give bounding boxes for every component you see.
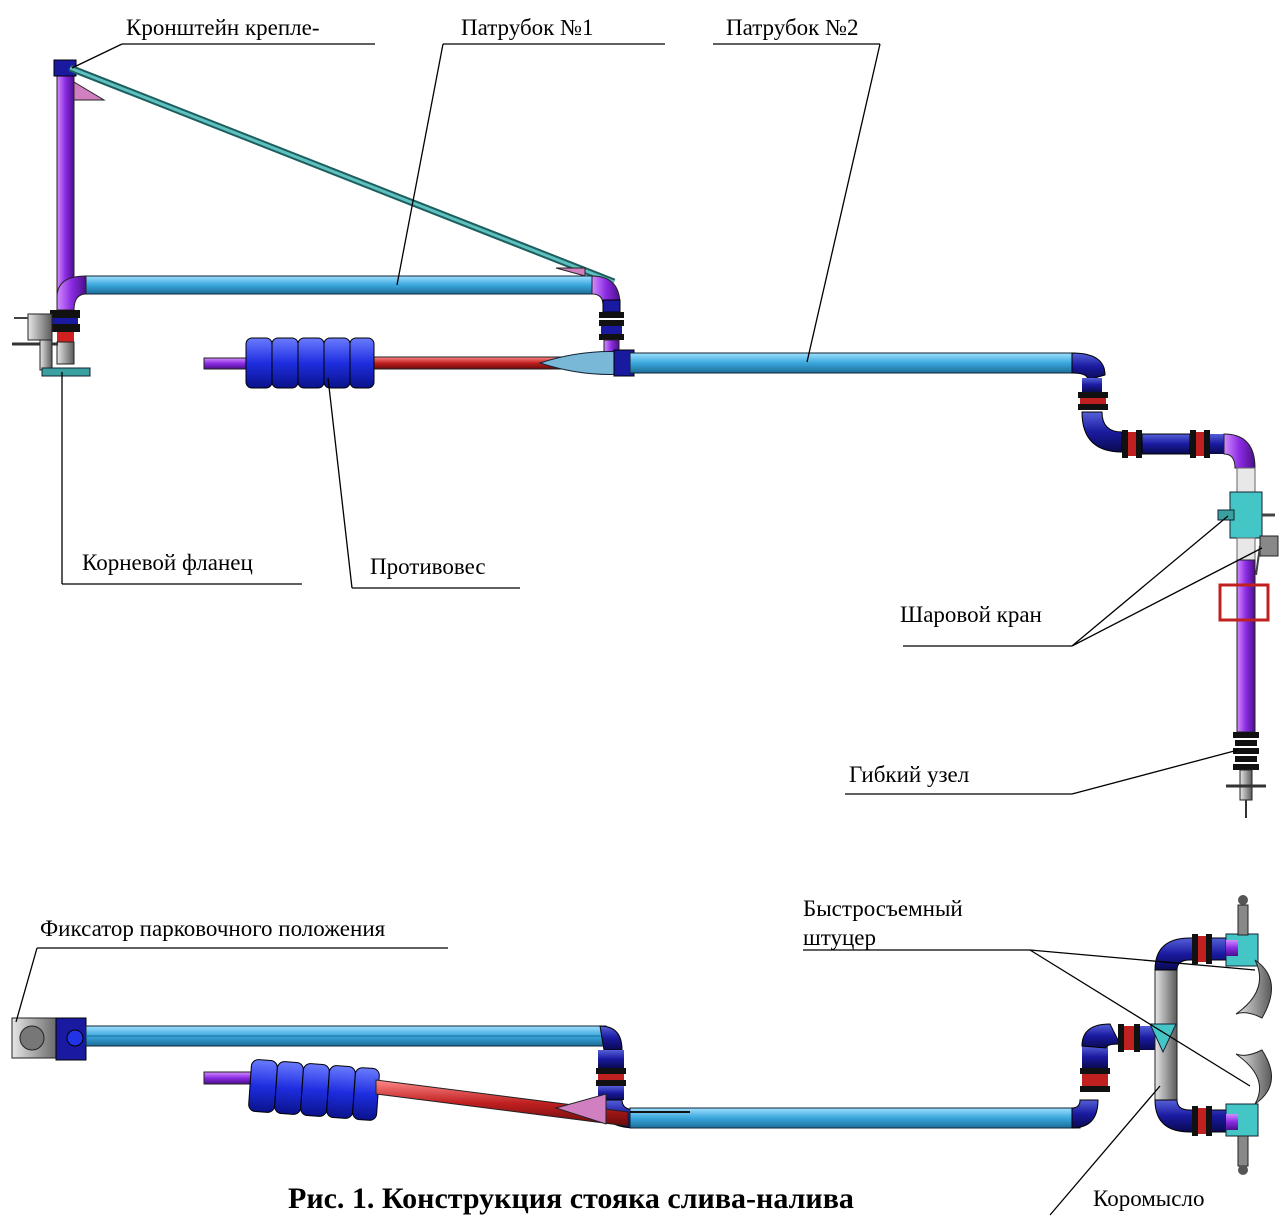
vertical-column — [56, 61, 75, 298]
top-assembly — [12, 59, 1279, 818]
brace-gusset-top — [73, 81, 106, 101]
label-quick-fitting-line1: Быстросъемный — [803, 896, 963, 921]
label-root-flange: Корневой фланец — [82, 550, 253, 575]
brace-gusset-bottom — [555, 267, 586, 277]
swivel-joint-6 — [1080, 1046, 1110, 1092]
leader-lines — [15, 43, 1263, 1216]
swivel-joint-5 — [596, 1050, 626, 1100]
quick-fitting-top — [1192, 895, 1272, 1019]
root-assembly — [12, 310, 91, 377]
outlet-pipe-bottom — [629, 1107, 1081, 1129]
label-ball-valve: Шаровой кран — [900, 602, 1042, 627]
counterweight-rod-bottom — [375, 1079, 629, 1127]
label-bracket: Кронштейн крепле- — [126, 15, 320, 40]
ball-valve-top — [1217, 491, 1275, 539]
short-pipe-horizontal — [1141, 433, 1191, 455]
swivel-joint-2 — [1078, 378, 1108, 410]
root-flange-plate — [41, 367, 91, 377]
figure-caption: Рис. 1. Конструкция стояка слива-налива — [288, 1182, 854, 1215]
rocker-arm-bottom — [1154, 1099, 1229, 1133]
quick-fitting-bottom — [1192, 1049, 1272, 1175]
counterweight-bottom — [248, 1059, 380, 1121]
elbow-down-2 — [1223, 433, 1256, 469]
rocker-arm-top — [1154, 937, 1229, 971]
label-quick-fitting-line2: штуцер — [803, 925, 876, 950]
swivel-joint-4 — [1190, 430, 1224, 458]
bottom-assembly — [11, 895, 1272, 1175]
label-counterweight: Противовес — [370, 554, 486, 579]
label-pipe-2: Патрубок №2 — [726, 15, 859, 40]
elbow-down — [1081, 411, 1123, 453]
label-flexible-joint: Гибкий узел — [849, 762, 969, 787]
counterweight — [245, 337, 375, 389]
handle-loop — [1218, 583, 1270, 622]
label-parking-lock: Фиксатор парковочного положения — [40, 916, 386, 941]
flexible-joint — [1226, 732, 1266, 818]
swivel-joint-3 — [1122, 430, 1142, 458]
pipe-2 — [629, 352, 1076, 374]
parking-lock-body — [11, 1017, 87, 1061]
swivel-joint-1 — [599, 312, 624, 353]
label-rocker: Коромысло — [1093, 1186, 1204, 1211]
label-pipe-1: Патрубок №1 — [461, 15, 594, 40]
pipe-1 — [85, 275, 593, 295]
elbow-left — [56, 275, 87, 311]
counterweight-rod-end — [203, 357, 249, 370]
counterweight-rod-end-bottom — [203, 1071, 253, 1085]
ball-valve-side — [1255, 535, 1279, 576]
